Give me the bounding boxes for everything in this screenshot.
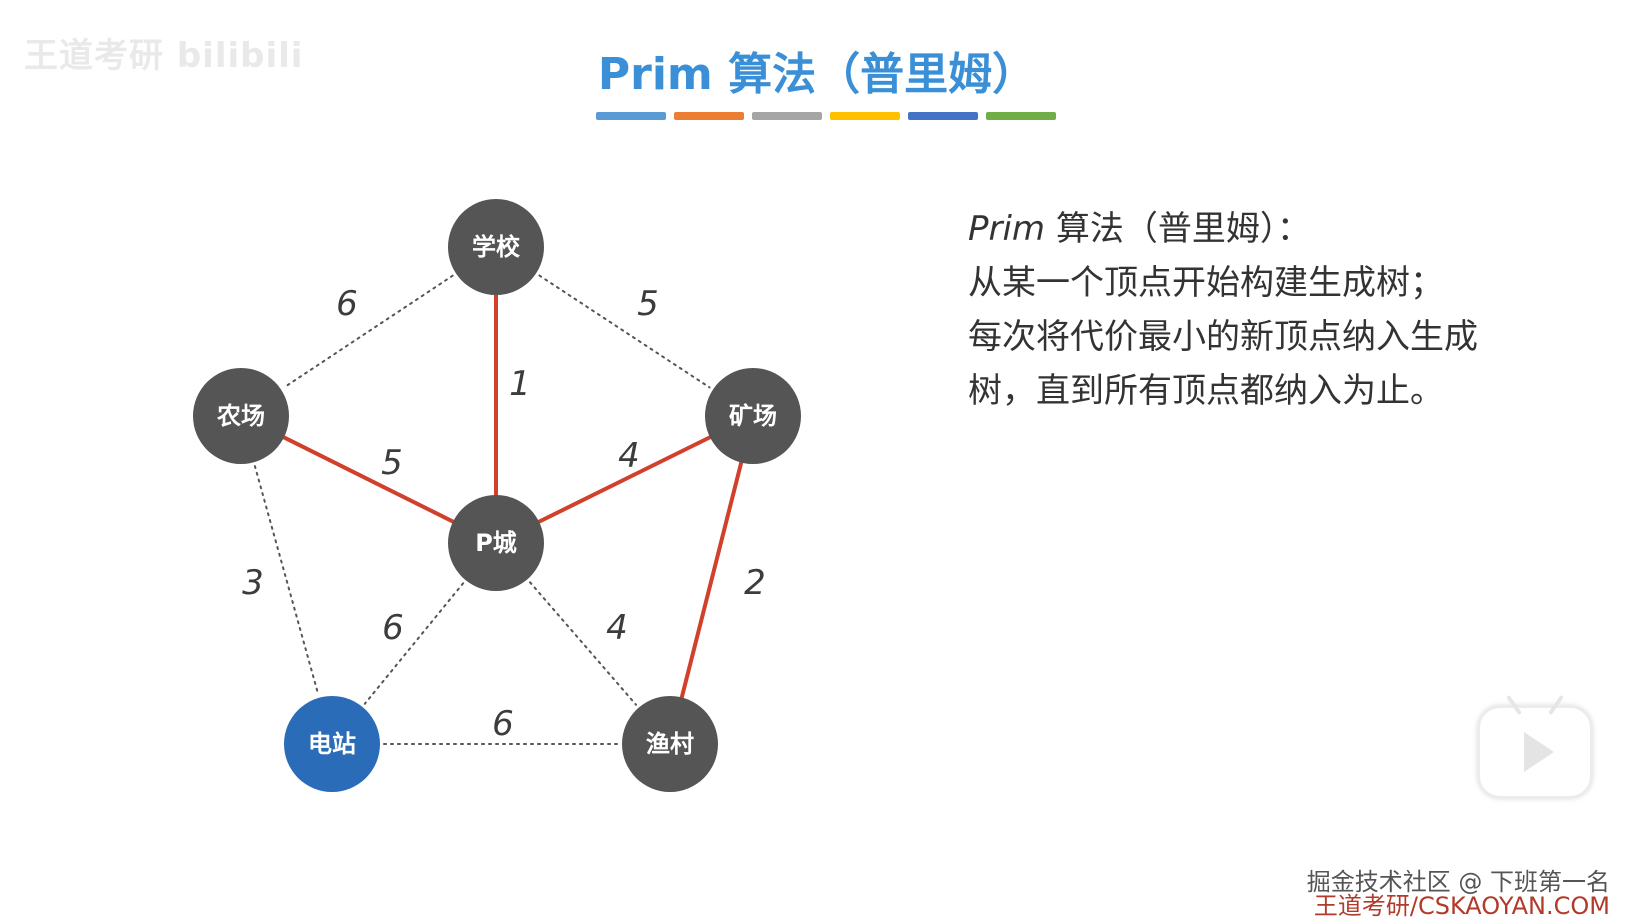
weight-label-farm-station: 3 bbox=[242, 563, 264, 603]
title-bar-4 bbox=[830, 112, 900, 120]
node-circle-school bbox=[448, 199, 544, 295]
description-line-4: 树，直到所有顶点都纳入为止。 bbox=[968, 371, 1444, 411]
weight-label-farm-pcity: 5 bbox=[381, 443, 403, 483]
title-bar-5 bbox=[908, 112, 978, 120]
weight-label-pcity-station: 6 bbox=[382, 608, 404, 648]
description-line-1: Prim 算法（普里姆）： bbox=[968, 202, 1568, 256]
title-bar-1 bbox=[596, 112, 666, 120]
title-bar-6 bbox=[986, 112, 1056, 120]
weight-label-school-pcity: 1 bbox=[509, 364, 531, 404]
weight-label-mine-village: 2 bbox=[744, 563, 766, 603]
node-label-school: 学校 bbox=[472, 233, 521, 261]
edge-mine-pcity bbox=[532, 432, 717, 527]
weight-label-station-village: 6 bbox=[492, 704, 514, 744]
edge-pcity-station bbox=[363, 582, 465, 705]
edges bbox=[253, 274, 745, 745]
description-line-3: 每次将代价最小的新顶点纳入生成 bbox=[968, 317, 1478, 357]
node-station: 电站 bbox=[284, 696, 380, 792]
edge-farm-pcity bbox=[277, 432, 460, 527]
node-circle-mine bbox=[705, 368, 801, 464]
cskaoyan-watermark: 王道考研/CSKAOYAN.COM bbox=[1313, 892, 1610, 920]
slide-title: Prim 算法（普里姆） bbox=[597, 49, 1037, 100]
node-label-station: 电站 bbox=[308, 730, 356, 758]
tv-ear-left-icon bbox=[1506, 694, 1522, 716]
node-label-farm: 农场 bbox=[216, 402, 265, 430]
node-label-pcity: P城 bbox=[475, 529, 517, 557]
bilibili-play-button[interactable] bbox=[1478, 694, 1592, 798]
juejin-watermark: 掘金技术社区 @ 下班第一名 bbox=[1306, 868, 1610, 896]
node-mine: 矿场 bbox=[705, 368, 801, 464]
node-farm: 农场 bbox=[193, 368, 289, 464]
node-pcity: P城 bbox=[448, 495, 544, 591]
description-line-1-rest: 算法（普里姆）： bbox=[1045, 209, 1311, 249]
weight-label-pcity-village: 4 bbox=[606, 608, 628, 648]
title-bar-2 bbox=[674, 112, 744, 120]
node-village: 渔村 bbox=[622, 696, 718, 792]
node-circle-village bbox=[622, 696, 718, 792]
edge-school-farm bbox=[283, 274, 454, 389]
node-circle-station bbox=[284, 696, 380, 792]
description-text: Prim 算法（普里姆）： 从某一个顶点开始构建生成树； 每次将代价最小的新顶点… bbox=[968, 202, 1568, 418]
description-line-2: 从某一个顶点开始构建生成树； bbox=[968, 263, 1444, 303]
weight-label-mine-pcity: 4 bbox=[618, 436, 640, 476]
weight-label-school-farm: 6 bbox=[336, 284, 358, 324]
node-school: 学校 bbox=[448, 199, 544, 295]
edge-farm-station bbox=[253, 465, 320, 695]
edge-pcity-village bbox=[529, 581, 637, 706]
node-label-village: 渔村 bbox=[646, 730, 694, 758]
tv-ear-right-icon bbox=[1548, 694, 1564, 716]
weight-label-school-mine: 5 bbox=[637, 284, 659, 324]
prim-italic: Prim bbox=[968, 209, 1046, 249]
node-circle-pcity bbox=[448, 495, 544, 591]
title-bar-3 bbox=[752, 112, 822, 120]
edge-mine-village bbox=[678, 456, 745, 704]
bilibili-watermark: 王道考研 bilibili bbox=[24, 36, 304, 76]
edge-school-mine bbox=[538, 274, 711, 389]
node-circle-farm bbox=[193, 368, 289, 464]
play-icon bbox=[1524, 732, 1554, 772]
title-color-bars bbox=[596, 112, 1056, 120]
node-label-mine: 矿场 bbox=[729, 402, 777, 430]
